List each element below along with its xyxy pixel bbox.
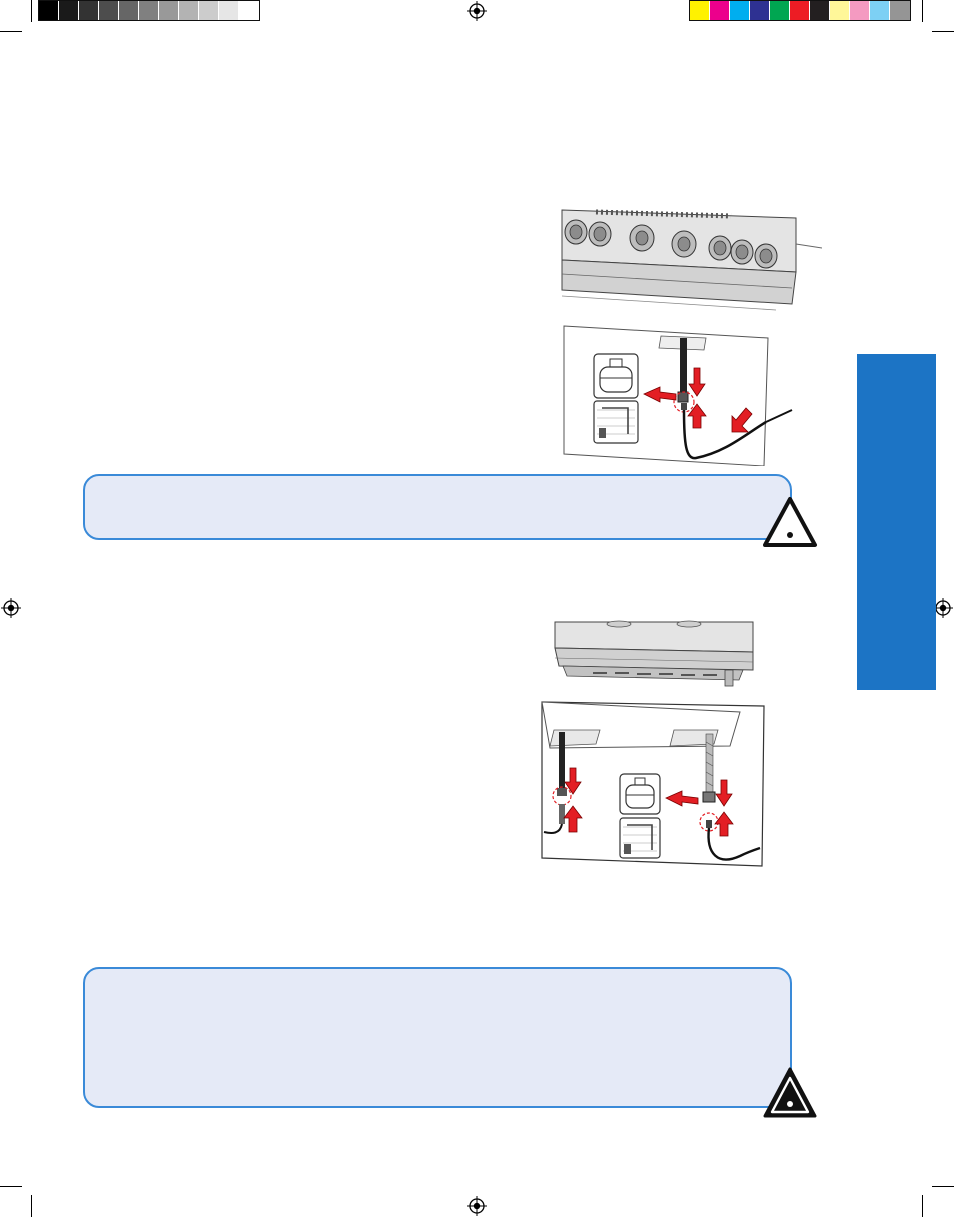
color-swatch <box>830 1 850 20</box>
color-swatch <box>850 1 870 20</box>
color-swatch <box>179 1 199 20</box>
crop-mark <box>932 1186 954 1187</box>
color-swatch <box>79 1 99 20</box>
color-swatch <box>730 1 750 20</box>
color-swatch <box>710 1 730 20</box>
propane-connection-illustration <box>561 209 822 466</box>
grayscale-calibration-bar <box>38 0 260 21</box>
color-swatch <box>690 1 710 20</box>
crop-mark <box>922 1195 923 1217</box>
crop-mark <box>31 1195 32 1217</box>
registration-target-icon <box>933 598 953 618</box>
color-swatch <box>870 1 890 20</box>
section-side-tab <box>857 354 936 690</box>
grill-underside-illustration <box>554 620 754 687</box>
color-swatch <box>39 1 59 20</box>
color-swatch <box>790 1 810 20</box>
color-swatch <box>750 1 770 20</box>
color-swatch <box>890 1 910 20</box>
registration-target-icon <box>1 598 21 618</box>
color-swatch <box>770 1 790 20</box>
crop-mark <box>0 31 22 32</box>
color-calibration-bar <box>689 0 911 21</box>
crop-mark <box>31 0 32 22</box>
color-swatch <box>810 1 830 20</box>
color-swatch <box>139 1 159 20</box>
color-swatch <box>99 1 119 20</box>
color-swatch <box>159 1 179 20</box>
registration-target-icon <box>467 1 487 21</box>
color-swatch <box>119 1 139 20</box>
warning-triangle-icon <box>763 497 817 547</box>
crop-mark <box>922 0 923 22</box>
color-swatch <box>199 1 219 20</box>
crop-mark <box>0 1186 22 1187</box>
crop-mark <box>932 31 954 32</box>
warning-callout-box <box>83 474 792 540</box>
warning-triangle-icon <box>763 1067 817 1118</box>
color-swatch <box>239 1 259 20</box>
warning-callout-box <box>83 967 792 1108</box>
color-swatch <box>219 1 239 20</box>
dual-hose-connection-illustration <box>541 701 765 867</box>
color-swatch <box>59 1 79 20</box>
registration-target-icon <box>467 1196 487 1216</box>
